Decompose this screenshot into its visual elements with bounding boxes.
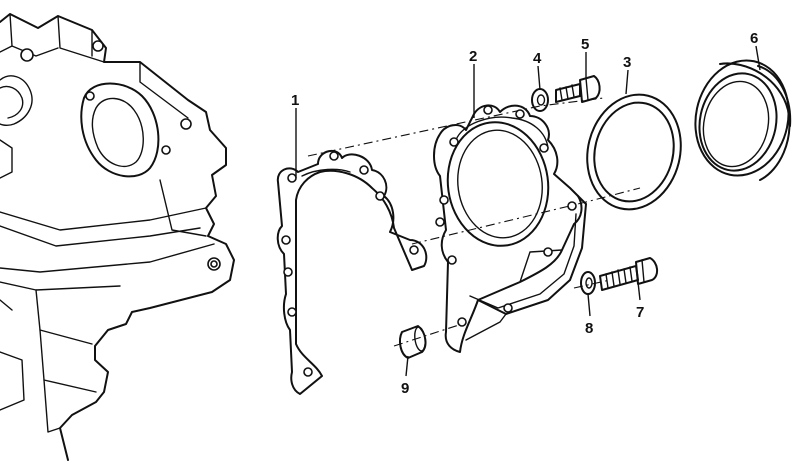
callout-1: 1 — [291, 92, 299, 109]
engine-block — [0, 13, 235, 461]
washer-part-8 — [580, 271, 596, 295]
callout-3: 3 — [623, 54, 631, 71]
o-ring-part-3 — [586, 93, 682, 211]
alignment-lines — [307, 97, 641, 347]
shaft-seal-part-6 — [694, 59, 792, 181]
leader-lines — [295, 45, 761, 377]
callout-8: 8 — [585, 320, 593, 337]
callout-4: 4 — [533, 50, 542, 67]
callout-6: 6 — [750, 30, 758, 47]
seal-cover-part-2 — [433, 104, 587, 353]
bolt-part-7 — [599, 257, 658, 291]
washer-part-4 — [531, 88, 549, 112]
dowel-sleeve-part-9 — [399, 325, 427, 359]
callouts: 1 2 3 4 5 6 7 8 9 — [291, 30, 758, 397]
callout-9: 9 — [401, 380, 409, 397]
callout-2: 2 — [469, 48, 477, 65]
callout-5: 5 — [581, 36, 589, 53]
gasket-part-1 — [276, 149, 428, 395]
callout-7: 7 — [636, 304, 644, 321]
bolt-part-5 — [555, 75, 601, 103]
